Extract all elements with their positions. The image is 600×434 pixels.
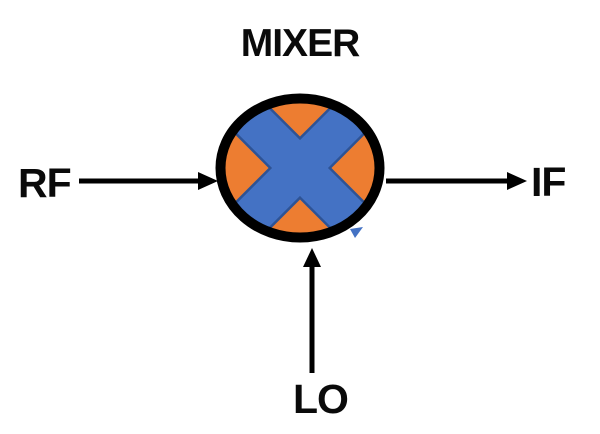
cross-overflow-sliver	[350, 227, 363, 238]
mixer-cross-icon	[220, 98, 380, 238]
if-arrowhead-icon	[507, 172, 527, 190]
mixer-circle-outline	[215, 93, 385, 243]
lo-arrowhead-icon	[303, 248, 321, 267]
rf-arrowhead-icon	[198, 172, 218, 190]
rf-port-label: RF	[18, 160, 72, 206]
lo-port-label: LO	[293, 376, 349, 422]
diagram-title: MIXER	[240, 22, 361, 65]
if-arrow	[386, 172, 527, 190]
lo-arrow	[303, 248, 321, 373]
rf-arrow	[79, 172, 218, 190]
if-port-label: IF	[531, 159, 566, 205]
